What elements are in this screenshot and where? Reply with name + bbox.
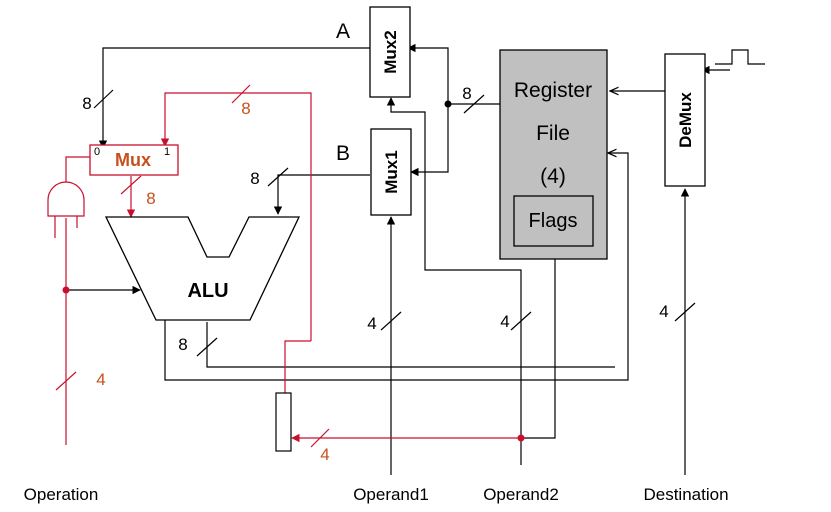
mux2-block [369,6,411,98]
input-label-operation: Operation [24,485,99,504]
bus-width-operand2: 4 [500,312,509,331]
junction-operation [62,286,70,294]
wire-regfile-to-mux1 [410,104,449,177]
mux-left-label: Mux [115,150,151,170]
wire-op2-to-mux2-sel [386,97,522,465]
mux1-block [370,128,412,216]
input-label-operand2: Operand2 [483,485,559,504]
junction-regfile-out [444,100,452,108]
wire-op2-to-flags [521,248,560,439]
flags-label: Flags [529,210,578,232]
wire-alu-out-outer [164,153,629,381]
bus-width-mux1-to-alu: 8 [250,169,259,188]
wire-feedback-to-mux [160,92,312,341]
bus-width-alu-out: 8 [178,335,187,354]
input-label-destination: Destination [643,485,728,504]
and-gate-icon [47,181,85,217]
bus-width-operation: 4 [96,370,105,389]
wire-and-to-mux [65,156,90,188]
register-file-label-line2: File [536,122,570,145]
register-file-label-line3: (4) [540,165,566,188]
resistor-select-block [275,392,292,452]
bus-width-destination: 4 [659,302,668,321]
bus-width-mux2-to-mux: 8 [82,94,91,113]
junction-operand2 [517,434,525,442]
alu-block [104,216,301,321]
alu-label: ALU [187,280,228,302]
bus-width-operand1: 4 [367,314,376,333]
mux1-label: Mux1 [382,150,401,193]
mux-left-block [89,144,179,176]
wire-feedback-to-resistor [284,340,311,393]
register-file-label-line1: Register [514,79,592,102]
demux-label: DeMux [676,92,695,148]
red-wires [65,92,521,445]
port-label-b: B [336,142,350,165]
wire-mux1-to-alu [273,174,370,215]
wire-mux2-to-mux [98,47,370,149]
black-wires [66,43,765,475]
clock-pulse-icon [715,49,765,65]
demux-block [664,53,706,187]
bus-width-red-feedback: 8 [241,99,250,118]
bus-width-mux-to-alu: 8 [146,189,155,208]
and-gate-legs [54,216,78,238]
wire-alu-out-inner [206,322,615,368]
wire-regfile-to-mux2 [407,43,449,104]
mux-left-sel1: 1 [164,146,170,158]
bus-width-regfile-out: 8 [462,84,471,103]
bus-width-op2-to-mux: 4 [320,445,329,464]
mux-left-sel0: 0 [94,146,100,158]
input-label-operand1: Operand1 [353,485,429,504]
bus-slashes [93,89,696,357]
port-label-a: A [336,20,350,43]
mux2-label: Mux2 [381,30,400,73]
bus-slashes-red [55,84,330,448]
flags-block [513,195,594,247]
